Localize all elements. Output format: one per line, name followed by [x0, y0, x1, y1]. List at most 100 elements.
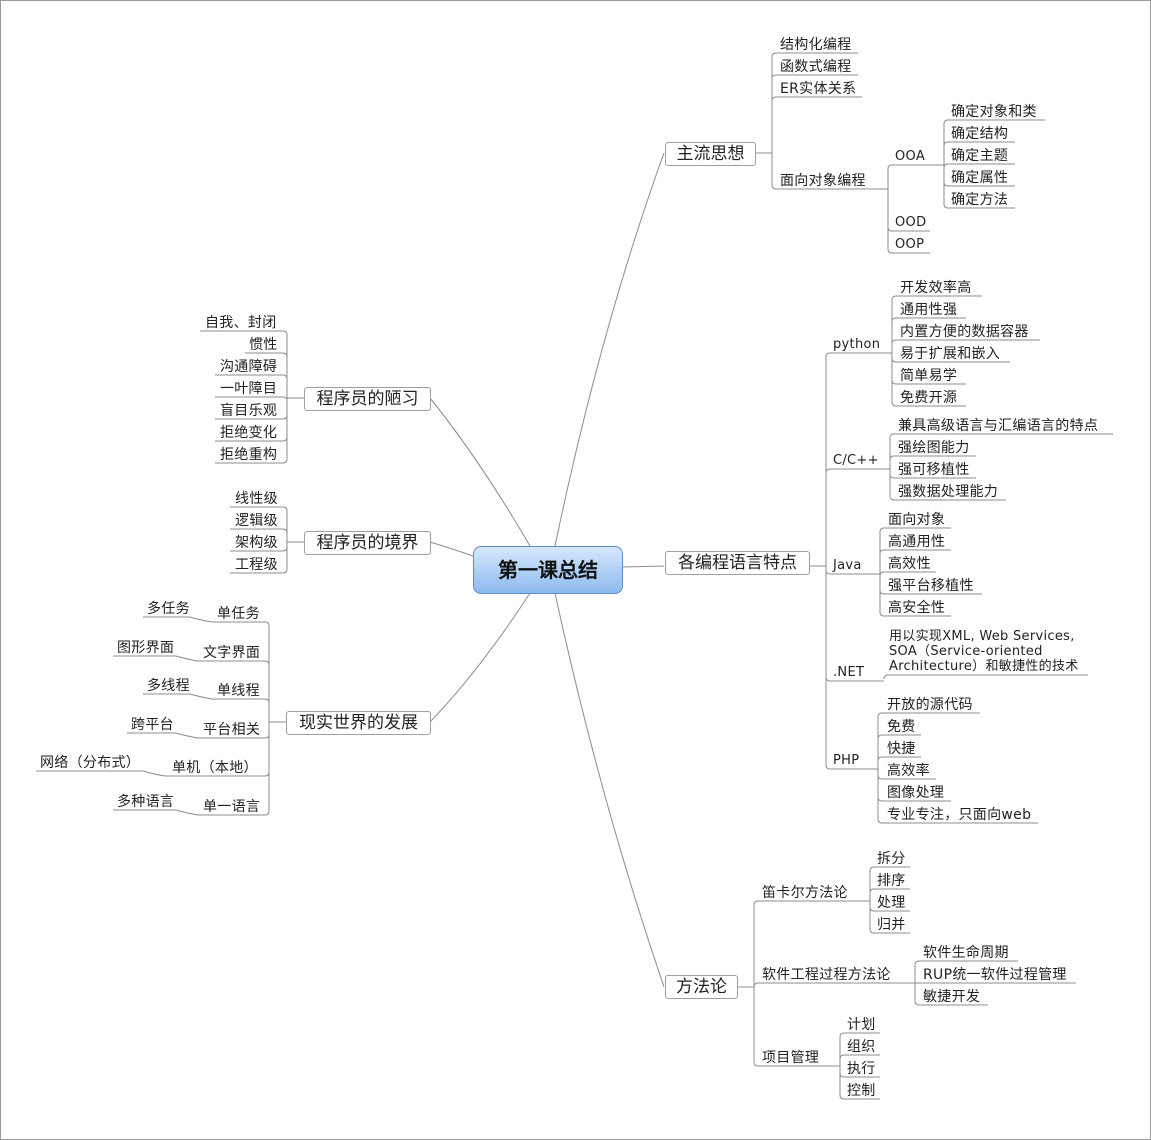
- branch-languages[interactable]: 各编程语言特点: [665, 551, 810, 575]
- connector-curve: [621, 565, 665, 568]
- ooa-item[interactable]: 确定方法: [951, 192, 1009, 208]
- python-item[interactable]: 通用性强: [900, 302, 958, 318]
- cpp-item[interactable]: 强可移植性: [898, 462, 970, 478]
- node-structured[interactable]: 结构化编程: [780, 37, 852, 53]
- level-item[interactable]: 架构级: [235, 535, 278, 551]
- method-descartes[interactable]: 笛卡尔方法论: [762, 885, 848, 901]
- descartes-item[interactable]: 拆分: [877, 851, 906, 867]
- connector-curve: [165, 771, 270, 777]
- reality-to[interactable]: 多线程: [147, 678, 190, 694]
- php-item[interactable]: 高效率: [887, 763, 930, 779]
- python-item[interactable]: 免费开源: [900, 390, 958, 406]
- connector-curve: [877, 796, 951, 802]
- java-item[interactable]: 高通用性: [888, 534, 946, 550]
- swe-item[interactable]: RUP统一软件过程管理: [923, 967, 1067, 983]
- method-pm[interactable]: 项目管理: [762, 1050, 820, 1066]
- method-swe[interactable]: 软件工程过程方法论: [762, 967, 891, 983]
- node-ooa[interactable]: OOA: [895, 149, 926, 164]
- swe-item[interactable]: 敏捷开发: [923, 989, 981, 1005]
- lang-java[interactable]: Java: [833, 558, 862, 573]
- java-item[interactable]: 高效性: [888, 556, 931, 572]
- habit-item[interactable]: 拒绝重构: [220, 447, 278, 463]
- cpp-item[interactable]: 兼具高级语言与汇编语言的特点: [898, 418, 1099, 434]
- cpp-item[interactable]: 强数据处理能力: [898, 484, 999, 500]
- lang-cpp[interactable]: C/C++: [833, 453, 879, 468]
- branch-methodology[interactable]: 方法论: [665, 975, 738, 999]
- connector-curve: [753, 982, 900, 988]
- php-item[interactable]: 图像处理: [887, 785, 945, 801]
- reality-from[interactable]: 平台相关: [203, 722, 261, 738]
- net-desc-line[interactable]: Architecture）和敏捷性的技术: [889, 659, 1079, 674]
- reality-from[interactable]: 单任务: [217, 606, 260, 622]
- connector-curve: [245, 352, 288, 358]
- branch-mainstream[interactable]: 主流思想: [665, 142, 756, 166]
- ooa-item[interactable]: 确定结构: [951, 126, 1009, 142]
- connector-curve: [839, 1032, 880, 1038]
- habit-item[interactable]: 惯性: [249, 337, 278, 353]
- php-item[interactable]: 快捷: [887, 741, 916, 757]
- reality-to[interactable]: 多种语言: [117, 794, 175, 810]
- central-topic[interactable]: 第一课总结: [473, 546, 623, 594]
- ooa-item[interactable]: 确定对象和类: [951, 104, 1037, 120]
- python-item[interactable]: 简单易学: [900, 368, 958, 384]
- cpp-item[interactable]: 强绘图能力: [898, 440, 970, 456]
- connector-curve: [943, 203, 1015, 209]
- reality-to[interactable]: 跨平台: [131, 717, 174, 733]
- python-item[interactable]: 开发效率高: [900, 280, 972, 296]
- reality-from[interactable]: 单线程: [217, 683, 260, 699]
- descartes-item[interactable]: 归并: [877, 917, 906, 933]
- connector-curve: [771, 96, 862, 102]
- pm-item[interactable]: 计划: [847, 1017, 876, 1033]
- reality-to[interactable]: 图形界面: [117, 640, 175, 656]
- lang-php[interactable]: PHP: [833, 753, 860, 768]
- connector-curve: [839, 1094, 880, 1100]
- descartes-item[interactable]: 排序: [877, 873, 906, 889]
- ooa-item[interactable]: 确定主题: [951, 148, 1009, 164]
- level-item[interactable]: 工程级: [235, 557, 278, 573]
- pm-item[interactable]: 执行: [847, 1061, 876, 1077]
- php-item[interactable]: 开放的源代码: [887, 697, 973, 713]
- branch-levels[interactable]: 程序员的境界: [304, 531, 431, 555]
- connector-curve: [869, 906, 910, 912]
- net-desc-line[interactable]: 用以实现XML, Web Services,: [889, 629, 1075, 644]
- branch-reality[interactable]: 现实世界的发展: [286, 711, 431, 735]
- descartes-item[interactable]: 处理: [877, 895, 906, 911]
- lang-python[interactable]: python: [833, 337, 881, 352]
- connector-curve: [753, 900, 856, 906]
- habit-item[interactable]: 盲目乐观: [220, 403, 278, 419]
- node-oop[interactable]: OOP: [895, 237, 925, 252]
- python-item[interactable]: 易于扩展和嵌入: [900, 346, 1001, 362]
- java-item[interactable]: 高安全性: [888, 600, 946, 616]
- habit-item[interactable]: 一叶障目: [220, 381, 278, 397]
- java-item[interactable]: 面向对象: [888, 512, 946, 528]
- reality-to[interactable]: 网络（分布式）: [40, 755, 141, 771]
- pm-item[interactable]: 控制: [847, 1083, 876, 1099]
- node-oop-programming[interactable]: 面向对象编程: [780, 173, 866, 189]
- php-item[interactable]: 免费: [887, 719, 916, 735]
- pm-item[interactable]: 组织: [847, 1039, 876, 1055]
- branch-habits[interactable]: 程序员的陋习: [304, 387, 431, 411]
- php-item[interactable]: 专业专注，只面向web: [887, 807, 1032, 823]
- swe-item[interactable]: 软件生命周期: [923, 945, 1009, 961]
- level-item[interactable]: 线性级: [235, 491, 278, 507]
- connector-curve: [891, 401, 966, 407]
- node-er[interactable]: ER实体关系: [780, 81, 857, 97]
- level-item[interactable]: 逻辑级: [235, 513, 278, 529]
- reality-to[interactable]: 多任务: [147, 601, 190, 617]
- reality-from[interactable]: 文字界面: [203, 645, 261, 661]
- node-functional[interactable]: 函数式编程: [780, 59, 852, 75]
- connector-curve: [200, 330, 288, 336]
- lang-net[interactable]: .NET: [833, 665, 865, 680]
- node-ood[interactable]: OOD: [895, 215, 927, 230]
- habit-item[interactable]: 拒绝变化: [220, 425, 278, 441]
- connector-curve: [230, 528, 288, 534]
- net-desc-line[interactable]: SOA（Service-oriented: [889, 644, 1043, 659]
- habit-item[interactable]: 自我、封闭: [205, 315, 277, 331]
- ooa-item[interactable]: 确定属性: [951, 170, 1009, 186]
- habit-item[interactable]: 沟通障碍: [220, 359, 278, 375]
- reality-from[interactable]: 单机（本地）: [172, 760, 258, 776]
- python-item[interactable]: 内置方便的数据容器: [900, 324, 1029, 340]
- java-item[interactable]: 强平台移植性: [888, 578, 974, 594]
- connector-curve: [891, 379, 966, 385]
- reality-from[interactable]: 单一语言: [203, 799, 261, 815]
